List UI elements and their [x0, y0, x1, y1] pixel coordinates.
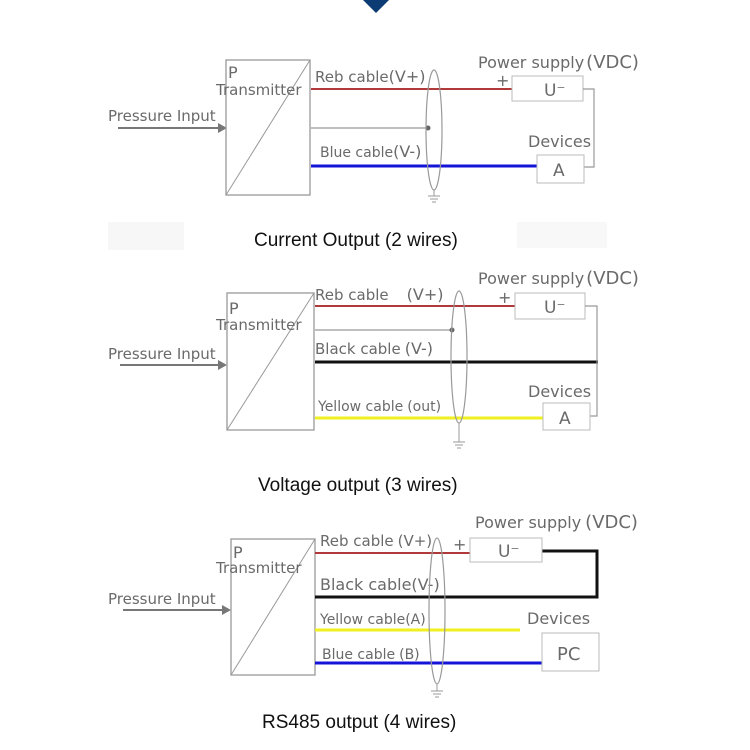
transmitter-diagonal [225, 59, 311, 196]
device-box [542, 402, 591, 431]
return-wire [585, 305, 598, 417]
power-supply-label: Power supply(VDC) [478, 268, 639, 289]
cable-label-red: Reb cable(V+) [315, 67, 425, 86]
cable-label-black: Black cable(V-) [315, 339, 433, 358]
plus-sign: + [498, 288, 511, 307]
diagram-voltage-output: Pressure Input P Transmitter Reb cable(V… [108, 268, 639, 496]
devices-label: Devices [528, 132, 591, 151]
devices-label: Devices [527, 609, 590, 628]
transmitter-letter: P [233, 543, 243, 562]
ground-icon [431, 690, 443, 698]
power-supply-symbol: U⁻ [498, 542, 519, 562]
cable-label-blue: Blue cable(B) [322, 647, 420, 663]
transmitter-label: Transmitter [215, 316, 302, 334]
junction-dot [425, 125, 431, 131]
device-box [536, 154, 585, 184]
transmitter-diagonal [226, 292, 315, 431]
transmitter-diagonal [230, 538, 316, 676]
cable-label-yellow: Yellow cable(out) [317, 399, 441, 415]
transmitter-letter: P [229, 299, 239, 318]
power-supply-box [511, 75, 584, 102]
power-supply-label: Power supply(VDC) [478, 52, 639, 73]
pressure-input-label: Pressure Input [108, 107, 216, 125]
plus-sign: + [496, 71, 509, 90]
cable-label-red: Reb cable(V+) [315, 285, 443, 304]
power-supply-symbol: U⁻ [544, 298, 565, 318]
cable-label-black: Black cable(V-) [320, 575, 440, 594]
power-supply-symbol: U⁻ [544, 81, 565, 101]
cable-label-red: Reb cable(V+) [320, 532, 432, 550]
triangle-down-icon [363, 0, 389, 13]
device-box [541, 632, 600, 672]
diagram-title: Voltage output (3 wires) [258, 475, 458, 496]
power-supply-box [469, 537, 543, 563]
pressure-input-label: Pressure Input [108, 590, 216, 608]
device-symbol: A [559, 409, 571, 429]
ground-icon [428, 195, 440, 203]
devices-label: Devices [528, 382, 591, 401]
transmitter-label: Transmitter [215, 81, 302, 99]
arrow-right-icon [218, 360, 227, 370]
cable-label-blue: Blue cable(V-) [320, 142, 421, 161]
black-cable [315, 549, 599, 599]
cable-shield [450, 290, 468, 424]
transmitter-box [226, 292, 315, 431]
decor-block [517, 222, 607, 248]
transmitter-box [230, 538, 316, 676]
diagram-rs485-output: Pressure Input P Transmitter Reb cable(V… [108, 512, 638, 733]
transmitter-label: Transmitter [215, 559, 302, 577]
arrow-right-icon [218, 123, 227, 133]
ground-icon [453, 441, 465, 449]
transmitter-box [225, 59, 311, 196]
diagram-title: Current Output (2 wires) [254, 230, 458, 251]
power-supply-label: Power supply(VDC) [475, 512, 638, 533]
transmitter-letter: P [228, 63, 238, 82]
device-symbol: A [553, 161, 565, 181]
cable-label-yellow: Yellow cable(A) [319, 612, 426, 628]
decor-block [108, 222, 184, 250]
device-symbol: PC [557, 644, 580, 665]
arrow-right-icon [222, 605, 231, 615]
pressure-input-label: Pressure Input [108, 345, 216, 363]
diagram-current-output: Pressure Input P Transmitter Reb cable(V… [108, 52, 639, 251]
diagram-title: RS485 output (4 wires) [262, 712, 456, 733]
return-wire [583, 88, 595, 168]
plus-sign: + [453, 535, 466, 554]
